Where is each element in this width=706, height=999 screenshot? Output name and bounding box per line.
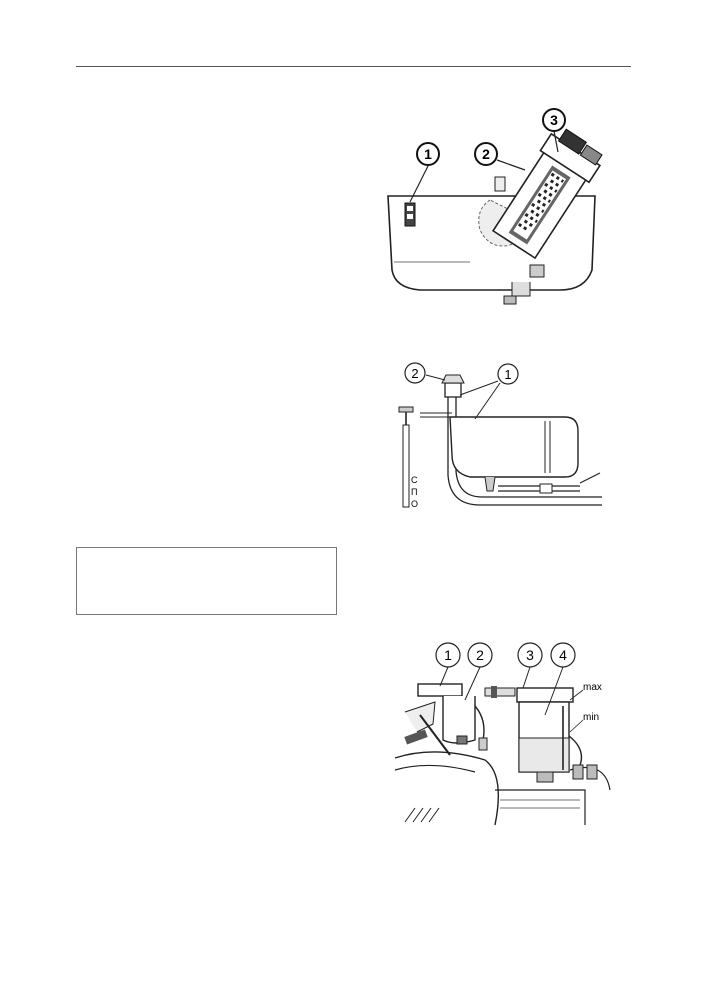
dipstick-mark-p: П: [411, 487, 417, 497]
note-box: [76, 547, 337, 615]
callout-3: 3: [542, 108, 566, 153]
svg-text:2: 2: [411, 366, 418, 381]
callout-1: 1: [435, 642, 461, 687]
callout-1: 1: [409, 142, 440, 203]
header-rule: [76, 66, 631, 67]
dipstick-mark-o: О: [411, 499, 418, 509]
callout-3: 3: [517, 642, 543, 689]
dipstick-mark-c: С: [411, 475, 418, 485]
figure-oil-tank-dipstick: С П О 2 1: [398, 362, 602, 509]
svg-text:2: 2: [482, 146, 490, 162]
callout-2: 2: [404, 362, 446, 384]
max-level-label: max: [583, 682, 602, 693]
min-level-label: min: [583, 712, 599, 723]
svg-text:1: 1: [424, 146, 432, 162]
svg-text:3: 3: [526, 647, 534, 663]
svg-text:2: 2: [476, 647, 484, 663]
svg-text:3: 3: [550, 112, 558, 128]
svg-text:1: 1: [444, 647, 452, 663]
callout-1: 1: [459, 363, 519, 420]
svg-text:1: 1: [504, 367, 511, 382]
callout-2: 2: [474, 142, 526, 171]
callout-4: 4: [544, 642, 576, 716]
figure-fuel-tank-filter: 1 2 3: [387, 108, 603, 305]
figure-fluid-reservoirs: max min 1 2 3 4: [394, 642, 611, 826]
svg-text:4: 4: [559, 647, 567, 663]
callout-2: 2: [464, 642, 493, 701]
